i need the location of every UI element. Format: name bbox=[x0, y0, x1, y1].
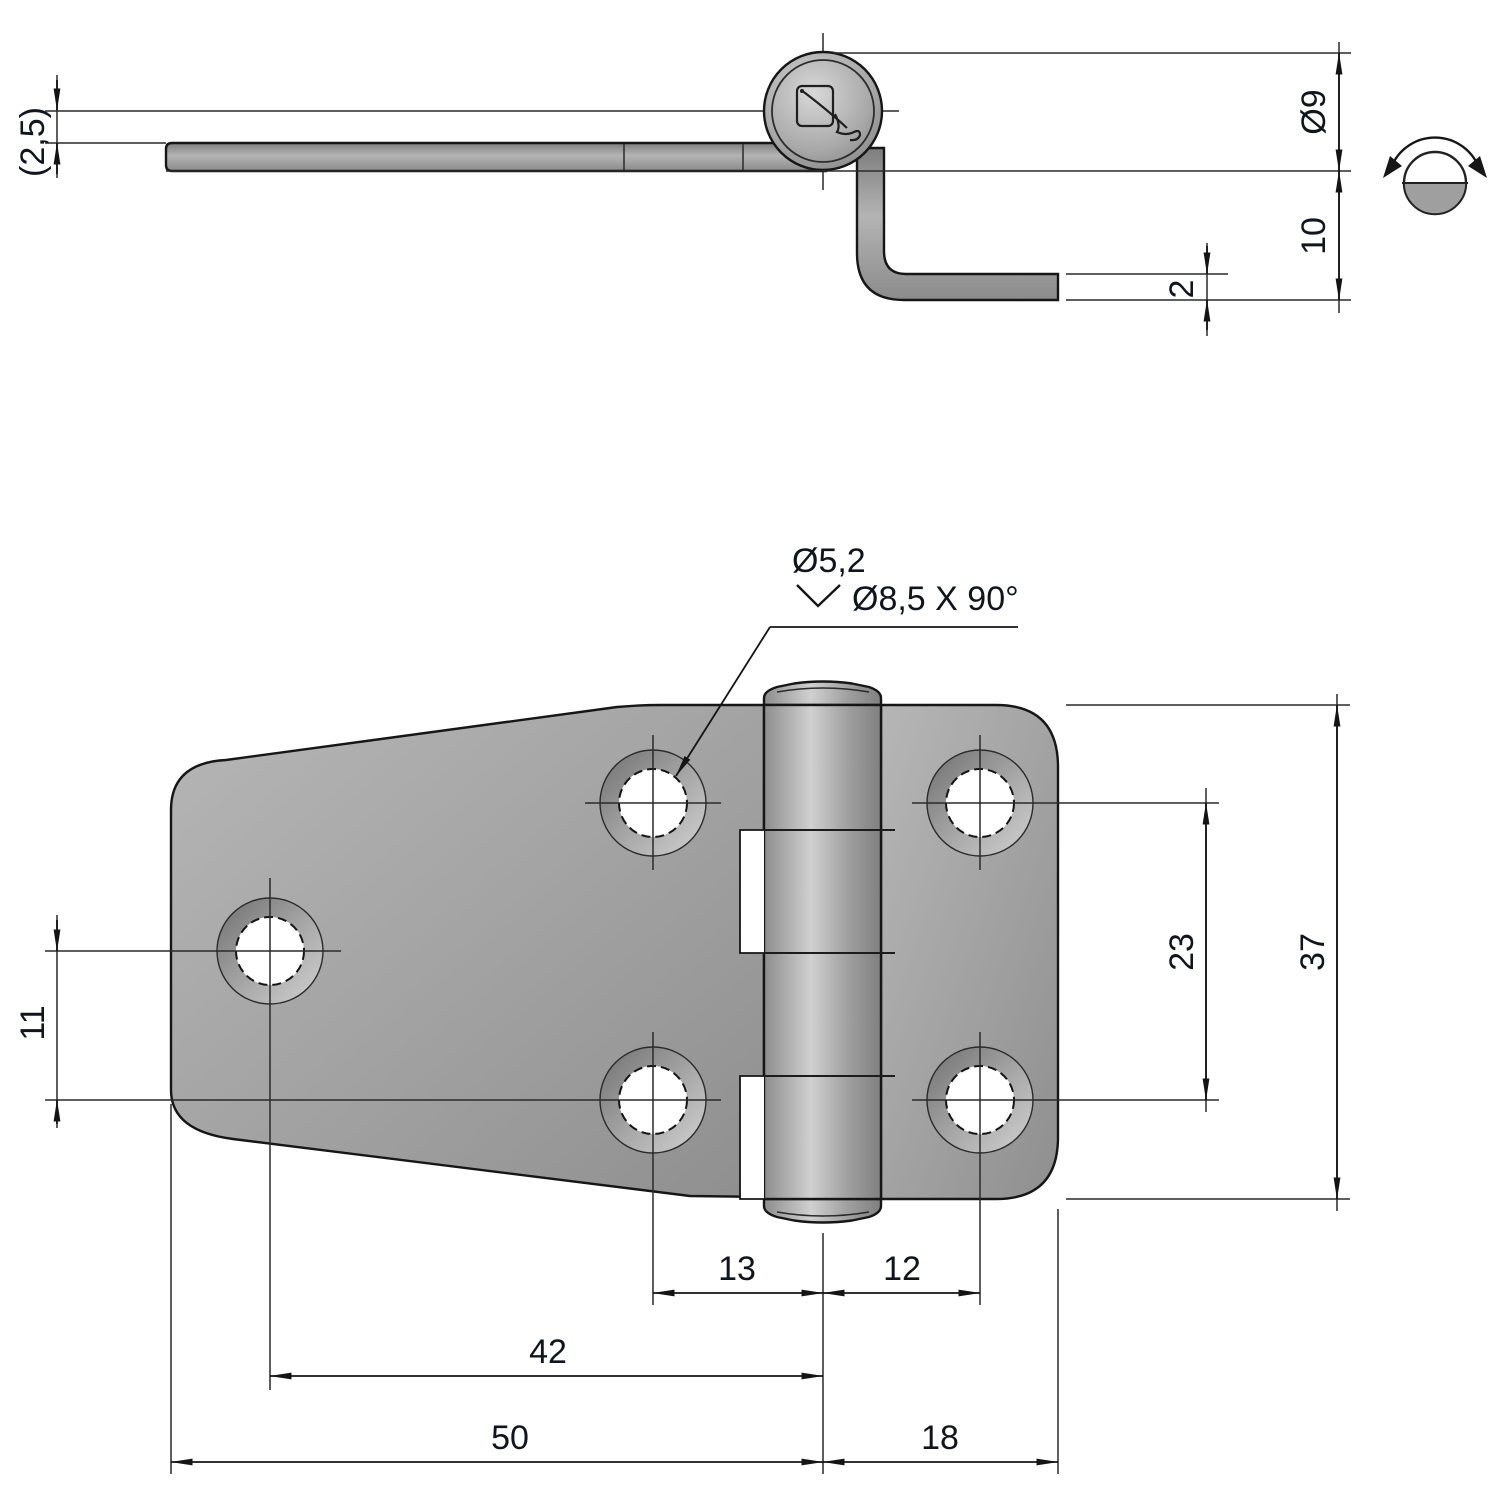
dim-label-2: 2 bbox=[1163, 280, 1201, 299]
dimension-pin-diameter: Ø9 bbox=[1295, 42, 1343, 313]
dimension-thickness-2: 2 bbox=[1163, 243, 1211, 336]
callout-countersink: Ø8,5 X 90° bbox=[852, 580, 1019, 618]
front-view: Ø5,2 Ø8,5 X 90° 11 23 37 13 bbox=[14, 542, 1350, 1474]
dim-label-50: 50 bbox=[491, 1419, 529, 1457]
dimension-37: 37 bbox=[1294, 694, 1341, 1211]
pin-cap-highlight-top bbox=[776, 687, 870, 693]
dimension-11: 11 bbox=[14, 915, 61, 1128]
dim-label-10: 10 bbox=[1295, 217, 1333, 255]
dimension-drop-10: 10 bbox=[1295, 170, 1343, 301]
pin-emblem bbox=[795, 84, 862, 142]
flat-leaf-side-profile bbox=[164, 141, 828, 173]
pin-cap-highlight-bottom bbox=[776, 1211, 870, 1217]
dim-label-2-5: (2,5) bbox=[14, 107, 52, 177]
bent-leaf-side-profile bbox=[855, 146, 1060, 302]
dim-label-d9: Ø9 bbox=[1295, 89, 1333, 134]
dim-label-18: 18 bbox=[921, 1419, 959, 1457]
dim-label-13: 13 bbox=[718, 1250, 756, 1288]
dim-label-42: 42 bbox=[529, 1333, 567, 1371]
pin-barrel-inner-edge bbox=[771, 59, 875, 163]
pin-barrel bbox=[762, 50, 884, 172]
pin-top-cap bbox=[762, 680, 883, 707]
dimension-13: 13 bbox=[652, 1250, 824, 1297]
countersink-callout: Ø5,2 Ø8,5 X 90° bbox=[675, 542, 1019, 777]
knuckle-notch-lower bbox=[739, 1075, 764, 1200]
dimension-18: 18 bbox=[822, 1419, 1059, 1466]
dimension-42: 42 bbox=[269, 1333, 824, 1380]
knuckle-notch-upper bbox=[739, 829, 764, 954]
dimension-50: 50 bbox=[170, 1419, 824, 1466]
dim-label-23: 23 bbox=[1163, 933, 1201, 971]
countersink-icon bbox=[796, 584, 841, 608]
dimension-23: 23 bbox=[1163, 788, 1210, 1112]
dim-label-12: 12 bbox=[883, 1250, 921, 1288]
callout-hole-diameter: Ø5,2 bbox=[792, 542, 866, 580]
dimension-offset-2-5: (2,5) bbox=[14, 75, 61, 178]
side-view: (2,5) Ø9 10 2 bbox=[14, 33, 1487, 336]
pin-bottom-cap bbox=[762, 1197, 883, 1224]
rotation-icon bbox=[1383, 136, 1487, 216]
crosshairs-and-extensions bbox=[45, 704, 1350, 1474]
leader-arrow bbox=[675, 626, 771, 777]
dim-label-37: 37 bbox=[1294, 933, 1332, 971]
dim-label-11: 11 bbox=[14, 1005, 52, 1040]
dimension-12: 12 bbox=[822, 1250, 981, 1297]
